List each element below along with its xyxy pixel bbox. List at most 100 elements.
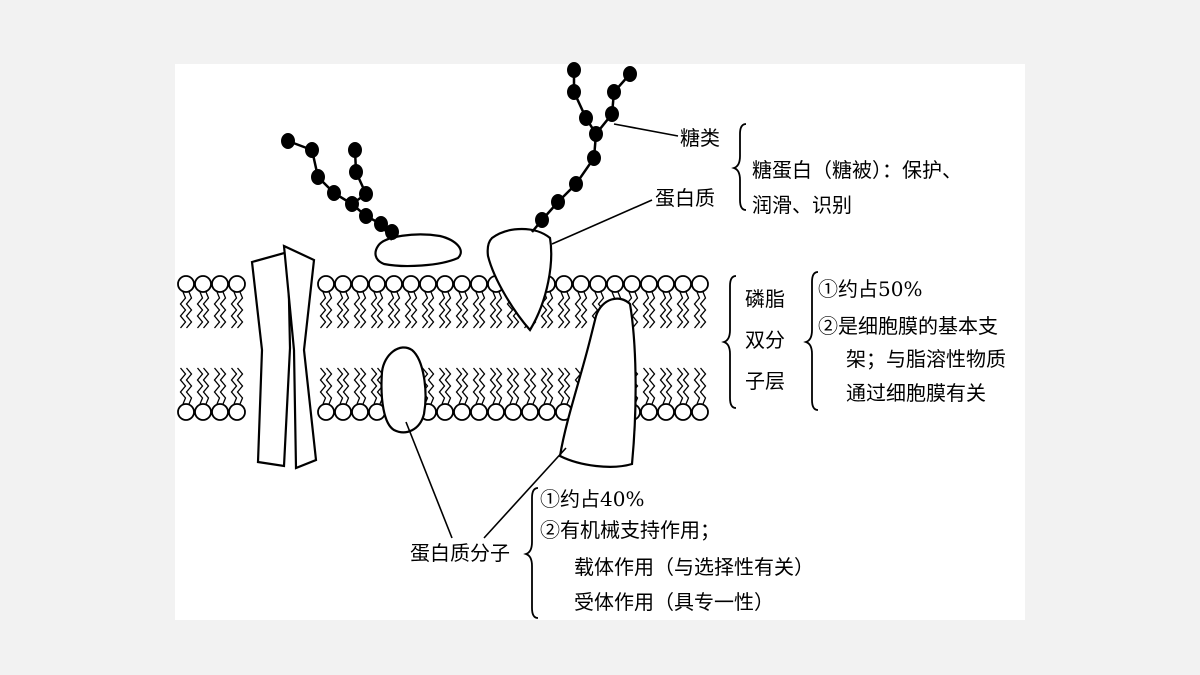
lipid-tail: [359, 367, 367, 405]
lipid-tail: [370, 367, 378, 405]
sugar-unit: [607, 84, 621, 100]
lipid-tail: [319, 367, 327, 405]
lipid-tail: [523, 367, 531, 405]
lipid-tail: [540, 291, 548, 329]
lipid-bilayer-label-1: 磷脂: [745, 287, 785, 311]
sugar-unit: [579, 110, 593, 126]
protein-note-line-3: 载体作用（与选择性有关）: [574, 555, 814, 579]
lipid-tail: [213, 291, 221, 329]
lipid-tail: [342, 291, 350, 329]
lipid-tail: [410, 291, 418, 329]
phospholipid-heads-outer: [177, 275, 709, 293]
sugar-unit: [281, 133, 295, 149]
lipid-head: [691, 403, 709, 421]
lipid-tail: [427, 367, 435, 405]
lipid-head: [385, 275, 403, 293]
lipid-tail: [421, 367, 429, 405]
protein-label: 蛋白质: [655, 186, 715, 210]
lipid-tail: [185, 291, 193, 329]
lipid-tail: [563, 367, 571, 405]
protein-note-line-2: ②有机械支持作用；: [540, 518, 720, 542]
lipid-tail: [580, 291, 588, 329]
lipid-tail: [179, 291, 187, 329]
lipid-tail: [359, 291, 367, 329]
lipid-tail: [682, 291, 690, 329]
lipid-tail: [387, 291, 395, 329]
protein-molecule-label: 蛋白质分子: [410, 541, 510, 565]
lipid-head: [691, 275, 709, 293]
sugar-unit: [569, 176, 583, 192]
lipid-tail: [574, 291, 582, 329]
lipid-tail: [495, 367, 503, 405]
lipid-tail: [353, 291, 361, 329]
lipid-tail: [659, 291, 667, 329]
lipid-tail: [693, 367, 701, 405]
lipid-head: [538, 403, 556, 421]
lipid-tail: [444, 291, 452, 329]
lipid-tail: [648, 367, 656, 405]
braces: [523, 123, 819, 619]
lipid-tail: [213, 367, 221, 405]
sugar-unit: [345, 196, 359, 212]
lipid-tail: [489, 291, 497, 329]
sugar-unit: [605, 106, 619, 122]
lipid-head: [640, 403, 658, 421]
lipid-bilayer-label-3: 子层: [745, 369, 785, 393]
lipid-head: [640, 275, 658, 293]
lipid-tail: [444, 367, 452, 405]
sugar-molecules: [281, 62, 637, 240]
lipid-note-line-3: 架；与脂溶性物质: [846, 347, 1006, 371]
sugar-unit: [535, 212, 549, 228]
lipid-head: [436, 403, 454, 421]
lipid-head: [470, 275, 488, 293]
lipid-tail: [370, 291, 378, 329]
sugar-unit: [359, 208, 373, 224]
lipid-head: [177, 275, 195, 293]
lipid-head: [177, 403, 195, 421]
lipid-note-line-4: 通过细胞膜有关: [846, 381, 986, 405]
lipid-head: [674, 403, 692, 421]
lipid-head: [211, 275, 229, 293]
lipid-tail: [478, 291, 486, 329]
lipid-tail: [478, 367, 486, 405]
lipid-tail: [236, 291, 244, 329]
channel-protein: [250, 244, 318, 470]
lipid-head: [521, 403, 539, 421]
lipid-tail: [376, 291, 384, 329]
sugar-branch: [351, 149, 368, 206]
lipid-tail: [557, 291, 565, 329]
lipid-tail: [236, 367, 244, 405]
lipid-tail: [506, 367, 514, 405]
sugar-unit: [349, 164, 363, 180]
lipid-head: [487, 403, 505, 421]
lipid-tail: [219, 291, 227, 329]
lipid-tail: [642, 367, 650, 405]
lipid-tail: [648, 291, 656, 329]
lipid-tail: [202, 367, 210, 405]
lipid-tail: [665, 367, 673, 405]
lipid-bilayer-label-2: 双分: [745, 328, 785, 352]
lipid-head: [194, 275, 212, 293]
sugar-unit: [305, 142, 319, 158]
lipid-tail: [699, 291, 707, 329]
lipid-tail: [455, 367, 463, 405]
lipid-tail: [461, 367, 469, 405]
lipid-tail: [529, 367, 537, 405]
lipid-head: [351, 275, 369, 293]
sugar-unit: [587, 150, 601, 166]
lipid-tail: [659, 367, 667, 405]
leader-lines: [405, 123, 679, 539]
peripheral-protein: [374, 233, 462, 268]
lipid-tail: [325, 367, 333, 405]
sugar-unit: [551, 194, 565, 210]
lipid-head: [334, 275, 352, 293]
lipid-head: [470, 403, 488, 421]
lipid-tail: [461, 291, 469, 329]
lipid-tail: [319, 291, 327, 329]
lipid-head: [368, 275, 386, 293]
lipid-head: [211, 403, 229, 421]
lipid-tail: [546, 291, 554, 329]
lipid-note-line-1: ①约占50%: [818, 277, 923, 301]
lipid-tail: [325, 291, 333, 329]
sugar-unit: [567, 84, 581, 100]
